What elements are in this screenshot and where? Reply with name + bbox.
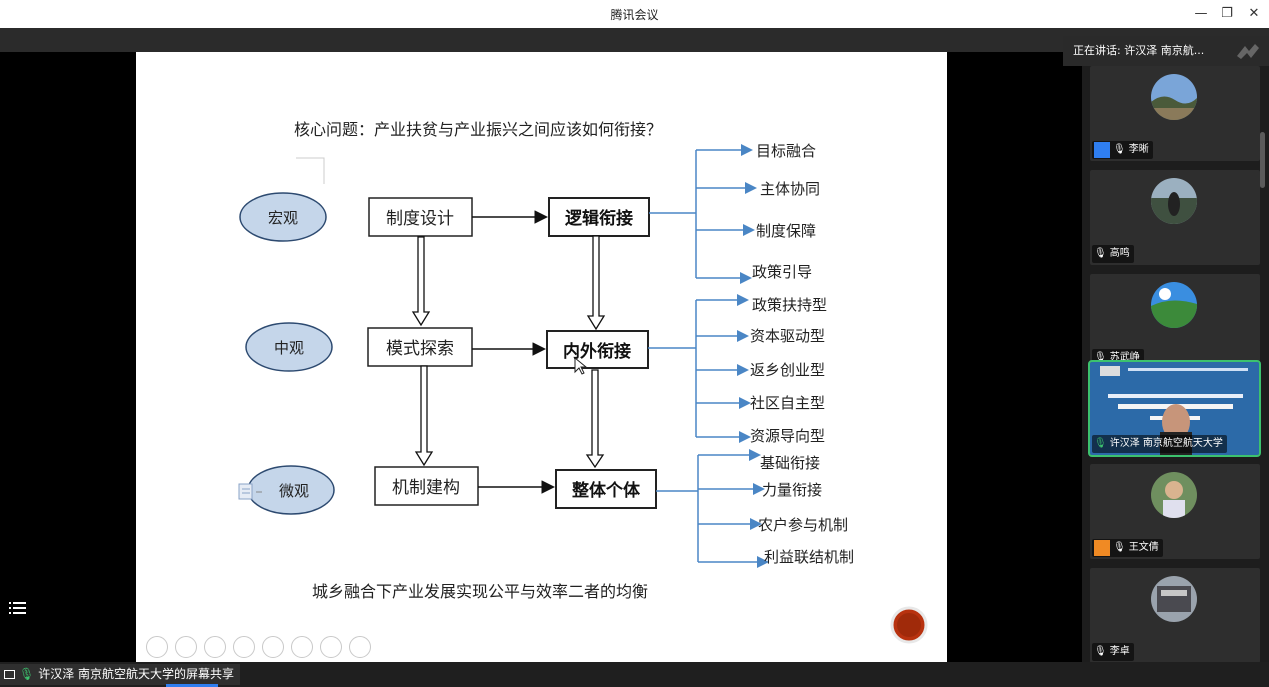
shared-screen: 核心问题：产业扶贫与产业振兴之间应该如何衔接？ 宏观 中观 微观 制度设计 模式… [0, 52, 1082, 662]
close-button[interactable]: ✕ [1248, 6, 1260, 21]
mic-icon: 🎙 [19, 667, 35, 681]
participant-name: 许汉泽 南京航空航天大学 [1109, 438, 1223, 449]
box-text: 逻辑衔接 [565, 208, 633, 229]
participant-name: 李晰 [1128, 144, 1149, 155]
window-title: 腾讯会议 [610, 8, 659, 22]
cursor-icon [574, 356, 588, 375]
branch-label: 政策引导 [752, 263, 812, 281]
screen-share-icon [4, 670, 15, 679]
branch-label: 资源导向型 [750, 427, 825, 445]
participant-namebar: 🎙 许汉泽 南京航空航天大学 [1092, 435, 1227, 453]
more-icon[interactable] [349, 636, 371, 658]
copy-icon[interactable] [233, 636, 255, 658]
participants-scrollbar[interactable] [1260, 132, 1265, 188]
box-text: 模式探索 [386, 339, 454, 359]
pen-icon[interactable] [204, 636, 226, 658]
level-label-macro: 宏观 [268, 209, 298, 227]
screen-icon[interactable] [320, 636, 342, 658]
participant-tile-active[interactable]: 🎙 许汉泽 南京航空航天大学 [1088, 360, 1261, 457]
branch-label: 利益联结机制 [764, 548, 854, 566]
box-mechanism-construction [374, 466, 479, 506]
level-label-meso: 中观 [274, 339, 304, 357]
branch-label: 基础衔接 [760, 454, 820, 472]
share-text: 许汉泽 南京航空航天大学的屏幕共享 [38, 667, 235, 681]
branch-label: 资本驱动型 [750, 327, 825, 345]
branch-label: 主体协同 [760, 180, 820, 198]
active-tab-indicator [166, 684, 218, 687]
restore-button[interactable]: ❐ [1221, 6, 1233, 21]
speaking-indicator: 正在讲话: 许汉泽 南京航... [1063, 36, 1269, 66]
avatar [1151, 472, 1197, 518]
box-model-exploration [367, 327, 473, 367]
participant-tile[interactable]: 🎙 李卓 [1090, 568, 1260, 663]
speaking-text: 正在讲话: 许汉泽 南京航... [1073, 44, 1205, 57]
box-text: 内外衔接 [563, 341, 631, 362]
menu-icon[interactable] [291, 636, 313, 658]
branch-label: 力量衔接 [762, 481, 822, 499]
participant-tile[interactable]: 🎙 高鸣 [1090, 170, 1260, 265]
branch-label: 返乡创业型 [750, 361, 825, 379]
avatar [1151, 74, 1197, 120]
branch-label: 社区自主型 [750, 394, 825, 412]
user-icon [1094, 540, 1110, 556]
branch-label: 目标融合 [756, 142, 816, 160]
branch-label: 农户参与机制 [758, 516, 848, 534]
mic-icon: 🎙 [1094, 646, 1107, 657]
branch-lines-1 [649, 144, 757, 284]
slide-controls [146, 636, 371, 658]
level-ellipse-macro [239, 192, 327, 242]
avatar [1151, 282, 1197, 328]
branch-label: 政策扶持型 [752, 296, 827, 314]
participant-namebar: 🎙 李卓 [1092, 643, 1134, 661]
box-logic-link [548, 197, 650, 237]
avatar [1151, 576, 1197, 622]
participants-panel: 🎙 李晰 🎙 高鸣 🎙 苏武峥 🎙 许汉泽 南京航空航天大 [1082, 66, 1269, 687]
mic-icon: 🎙 [1113, 542, 1126, 553]
box-text: 机制建构 [392, 478, 460, 498]
title-bar: 腾讯会议 — ❐ ✕ [0, 0, 1269, 28]
slide-footer: 城乡融合下产业发展实现公平与效率二者的均衡 [312, 582, 648, 601]
branch-label: 制度保障 [756, 222, 816, 240]
prev-slide-icon[interactable] [146, 636, 168, 658]
record-icon[interactable] [890, 606, 928, 644]
mic-active-icon: 🎙 [1094, 438, 1107, 449]
tencent-meeting-logo-icon [1237, 44, 1259, 59]
participant-name: 王文倩 [1128, 542, 1159, 553]
mic-icon: 🎙 [1094, 248, 1107, 259]
slide-title: 核心问题：产业扶贫与产业振兴之间应该如何衔接？ [294, 120, 662, 139]
participant-name: 苏武峥 [1109, 352, 1140, 363]
list-menu-icon[interactable] [8, 600, 28, 616]
level-ellipse-meso [245, 322, 333, 372]
box-text: 制度设计 [386, 209, 454, 229]
flowchart: 核心问题：产业扶贫与产业振兴之间应该如何衔接？ 宏观 中观 微观 制度设计 模式… [238, 120, 928, 644]
participant-name: 李卓 [1109, 646, 1130, 657]
hollow-arrows [411, 235, 606, 469]
user-icon [1094, 142, 1110, 158]
box-whole-individual [555, 469, 657, 509]
minimize-button[interactable]: — [1194, 6, 1208, 21]
branch-lines-2 [648, 294, 751, 443]
box-text: 整体个体 [572, 480, 641, 501]
participant-name: 高鸣 [1109, 248, 1130, 259]
mic-icon: 🎙 [1113, 144, 1126, 155]
note-icon [238, 483, 262, 500]
participant-namebar: 🎙 高鸣 [1092, 245, 1134, 263]
level-label-micro: 微观 [279, 482, 309, 500]
branch-lines-3 [656, 449, 769, 568]
meeting-toolbar [0, 28, 1269, 52]
zoom-icon[interactable] [262, 636, 284, 658]
participant-tile[interactable]: 🎙 王文倩 [1090, 464, 1260, 559]
presentation-slide: 核心问题：产业扶贫与产业振兴之间应该如何衔接？ 宏观 中观 微观 制度设计 模式… [136, 52, 947, 662]
participant-namebar: 🎙 王文倩 [1092, 539, 1163, 557]
participant-tile[interactable]: 🎙 李晰 [1090, 66, 1260, 161]
box-inner-outer-link [546, 330, 649, 369]
screen-share-label: 🎙 许汉泽 南京航空航天大学的屏幕共享 [0, 664, 241, 685]
mic-icon: 🎙 [1094, 352, 1107, 363]
participant-namebar: 🎙 李晰 [1092, 141, 1153, 159]
participant-tile[interactable]: 🎙 苏武峥 [1090, 274, 1260, 369]
next-slide-icon[interactable] [175, 636, 197, 658]
avatar [1151, 178, 1197, 224]
